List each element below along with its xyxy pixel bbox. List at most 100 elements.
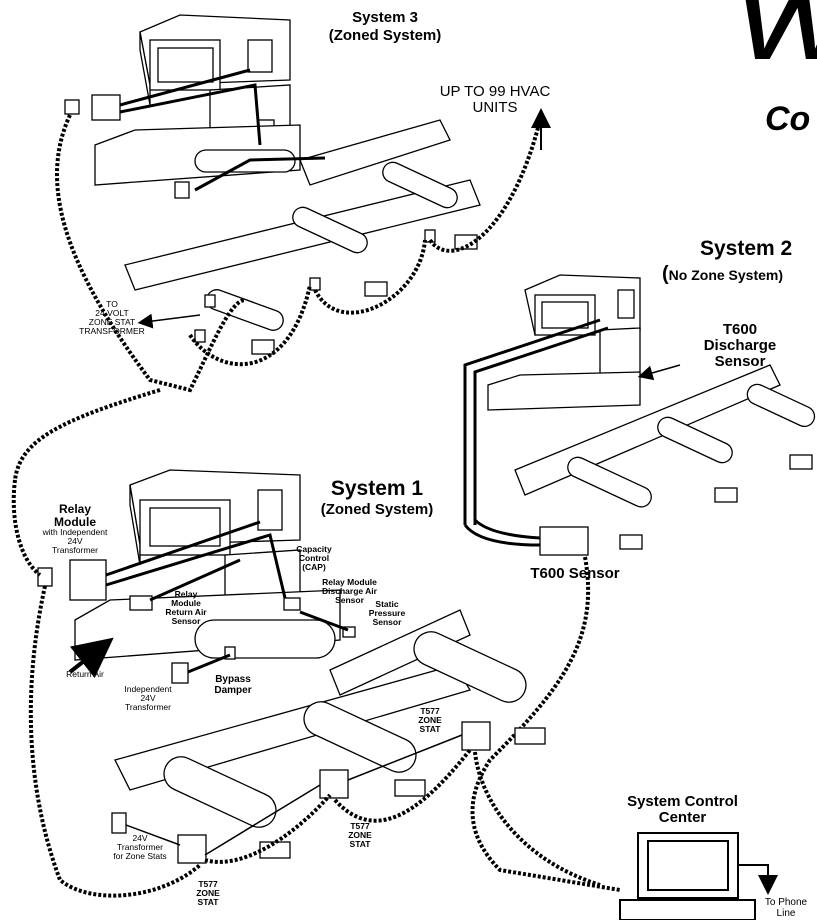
system2-branch-b [657, 416, 733, 464]
system3-relay-module [91, 94, 121, 121]
return-air-label: Return Air [66, 669, 104, 679]
system3-zone-stat-b [309, 277, 321, 291]
zone-stat-b-l2: ZONE [348, 829, 372, 840]
system3-chain-cables [13, 114, 542, 481]
relay-return-l4: Sensor [171, 615, 201, 626]
system2-diffuser-b [714, 487, 738, 503]
t600-sensor-label: T600 Sensor [530, 565, 620, 582]
zone-stat-b-l3: STAT [349, 838, 371, 849]
relay-return-l1: Relay [174, 589, 198, 599]
system2-branch-c [746, 383, 816, 428]
bypass-damper-label: Bypass Damper [205, 674, 261, 696]
system3-diffuser-b [364, 281, 388, 297]
relay-discharge-label: Relay Module Discharge Air Sensor [312, 578, 387, 605]
to-transformer-l4: TRANSFORMER [79, 325, 145, 336]
system3-zone-stat-c [204, 294, 216, 308]
capacity-control-l3: (CAP) [302, 561, 326, 572]
phone-line-arrow [738, 864, 778, 895]
system2-diffuser-a [619, 534, 643, 550]
relay-module-label: Relay Module with Independent 24V Transf… [30, 503, 120, 555]
system2-plenum [487, 371, 641, 411]
zone-stat-c-label: T577 ZONE STAT [188, 880, 228, 907]
capacity-control-l1: Capacity [296, 544, 332, 554]
zone-stat-c-l3: STAT [197, 896, 219, 907]
brand-logo-partial: VV [738, 0, 817, 78]
zone-stat-a-label: T577 ZONE STAT [410, 707, 450, 734]
independent-transformer-label: Independent 24V Transformer [108, 685, 188, 712]
computer-keyboard [619, 899, 756, 920]
system1-branch-b [303, 701, 417, 773]
return-air-arrow [68, 637, 114, 679]
up-to-units-line2: UNITS [472, 98, 518, 116]
system1-bypass-duct [194, 619, 336, 659]
relay-module-l2: Module [54, 514, 96, 529]
to-phone-l2: Line [776, 907, 796, 919]
system2-subtitle-paren: ( [662, 263, 669, 285]
t600-sensor-box [539, 526, 589, 556]
to-transformer-arrow [137, 313, 201, 329]
relay-discharge-l1: Relay Module [322, 577, 377, 587]
system3-long-duct [124, 179, 481, 291]
transformer-zone-stats-l1: 24V [132, 833, 148, 843]
system3-branch-a [194, 149, 296, 173]
system2-air-handler [524, 274, 641, 379]
system1-cap-box [283, 597, 301, 611]
system3-diffuser-c [251, 339, 275, 355]
system1-branch-a [413, 631, 527, 703]
t600-discharge-arrow [637, 364, 681, 381]
static-pressure-l2: Pressure [368, 607, 406, 618]
system1-independent-transformer [171, 662, 189, 684]
transformer-zone-stats-label: 24V Transformer for Zone Stats [100, 834, 180, 861]
t600-discharge-label: T600 Discharge Sensor [690, 322, 790, 369]
bypass-damper-l1: Bypass [215, 674, 251, 685]
system1-zone-stat-a [461, 721, 491, 751]
to-phone-l1: To Phone [764, 897, 808, 908]
system1-wiring [105, 520, 349, 674]
system3-title: System 3 [352, 9, 418, 26]
system2-subtitle: (No Zone System) [662, 264, 817, 285]
system3-branch-d [206, 289, 284, 331]
up-to-units-line1: UP TO 99 HVAC [439, 83, 551, 100]
system1-return-air-sensor [129, 595, 153, 611]
to-transformer-l3: ZONE STAT [88, 316, 136, 327]
independent-transformer-l1: Independent [124, 684, 172, 694]
system3-trunk-duct [299, 119, 451, 186]
system2-chain-cable [470, 556, 621, 892]
system1-relay-module [69, 559, 107, 601]
system2-branch-a [567, 456, 652, 508]
system3-zone-stat-d [194, 329, 206, 343]
control-center-computer [619, 832, 756, 920]
zone-stat-a-l3: STAT [419, 723, 441, 734]
relay-discharge-l3: Sensor [335, 594, 364, 605]
system1-branch-c [163, 756, 277, 828]
system1-zone-stat-b [319, 769, 349, 799]
independent-transformer-l2: 24V [140, 692, 156, 703]
system3-subtitle: (Zoned System) [328, 27, 442, 44]
system2-title: System 2 [700, 237, 793, 260]
t600-discharge-l2: Discharge [703, 336, 777, 354]
t600-discharge-l1: T600 [722, 321, 758, 338]
zone-stat-b-label: T577 ZONE STAT [340, 822, 380, 849]
t600-discharge-l3: Sensor [714, 352, 766, 370]
relay-module-l3: with Independent [42, 527, 108, 538]
system3-group [64, 14, 481, 355]
relay-discharge-l2: Discharge Air [322, 585, 377, 596]
system1-zone-transformer [111, 812, 127, 834]
system1-diffuser-b [394, 779, 426, 797]
system1-bypass-damper-box [224, 646, 236, 660]
to-transformer-label: TO 24 VOLT ZONE STAT TRANSFORMER [72, 300, 152, 336]
static-pressure-l1: Static [375, 599, 399, 609]
system1-title: System 1 [330, 477, 424, 500]
system2-wiring [463, 318, 609, 547]
system1-trunk-duct [329, 609, 471, 696]
system3-wiring [119, 68, 326, 192]
system1-chain-cables [11, 479, 601, 898]
system2-diffuser-c [789, 454, 813, 470]
relay-module-l1: Relay [58, 502, 92, 516]
control-center-l1: System Control [627, 793, 738, 810]
zone-stat-c-l2: ZONE [196, 887, 220, 898]
system3-branch-b [382, 161, 458, 209]
system1-subtitle: (Zoned System) [320, 501, 434, 518]
system1-diffuser-a [514, 727, 546, 745]
